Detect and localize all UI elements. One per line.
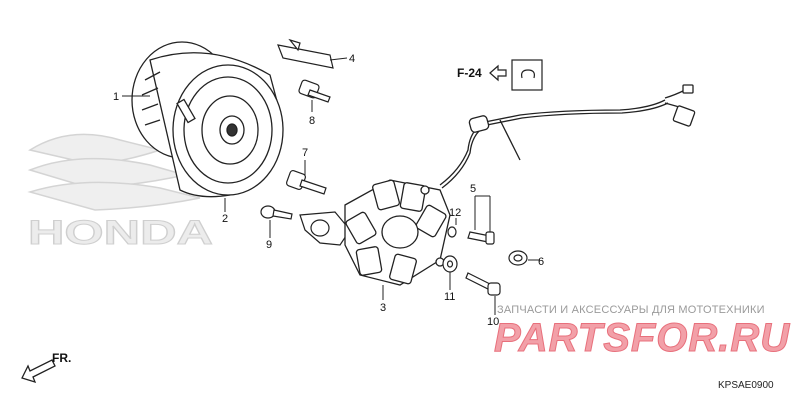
bolt-part-8 xyxy=(298,79,331,103)
callout-3: 3 xyxy=(380,302,386,314)
callout-12: 12 xyxy=(449,207,461,219)
callout-9: 9 xyxy=(266,239,272,251)
callout-10: 10 xyxy=(487,316,499,328)
clamp-part-4 xyxy=(277,38,334,69)
honda-watermark-text: HONDA xyxy=(28,214,213,252)
bolt-part-5 xyxy=(467,231,495,245)
bolt-part-9 xyxy=(260,205,293,220)
grommet-part-6 xyxy=(508,250,528,266)
wire-harness xyxy=(439,84,696,189)
clip-icon xyxy=(511,59,543,91)
callout-11: 11 xyxy=(444,291,455,303)
reference-arrow-icon xyxy=(489,64,507,82)
callout-5: 5 xyxy=(470,183,476,195)
front-direction-arrow-icon xyxy=(21,359,56,384)
watermark-caption: ЗАПЧАСТИ И АКСЕССУАРЫ ДЛЯ МОТОТЕХНИКИ xyxy=(497,304,765,316)
callout-2: 2 xyxy=(222,213,228,225)
washer-part-11 xyxy=(442,255,458,273)
reference-tag: F-24 xyxy=(457,66,482,80)
stator-coil xyxy=(344,179,451,286)
callout-6: 6 xyxy=(538,256,544,268)
honda-wing-logo xyxy=(27,133,201,211)
callout-1: 1 xyxy=(113,91,119,103)
bolt-part-7 xyxy=(285,169,327,195)
flywheel-rotor xyxy=(131,41,284,198)
bolt-part-10 xyxy=(465,272,501,296)
washer-part-12 xyxy=(447,226,457,238)
callout-7: 7 xyxy=(302,147,308,159)
callout-4: 4 xyxy=(349,53,355,65)
callout-8: 8 xyxy=(309,115,315,127)
leader-lines xyxy=(122,57,540,315)
diagram-code: KPSAE0900 xyxy=(718,380,774,391)
direction-label: FR. xyxy=(52,351,71,365)
pulse-generator xyxy=(299,211,351,246)
watermark-brand: PARTSFOR.RU xyxy=(493,316,791,361)
